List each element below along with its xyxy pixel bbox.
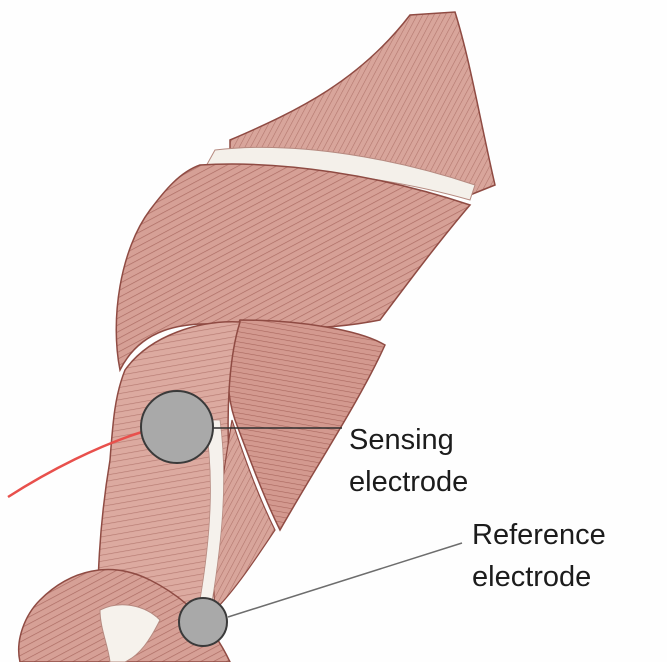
sensing-label-line1: Sensing (349, 424, 454, 456)
reference-electrode (179, 598, 227, 646)
sensing-electrode (141, 391, 213, 463)
reference-label-line1: Reference (472, 519, 606, 551)
reference-lead-line (228, 543, 462, 617)
sensing-label-line2: electrode (349, 466, 468, 498)
reference-label-line2: electrode (472, 561, 591, 593)
